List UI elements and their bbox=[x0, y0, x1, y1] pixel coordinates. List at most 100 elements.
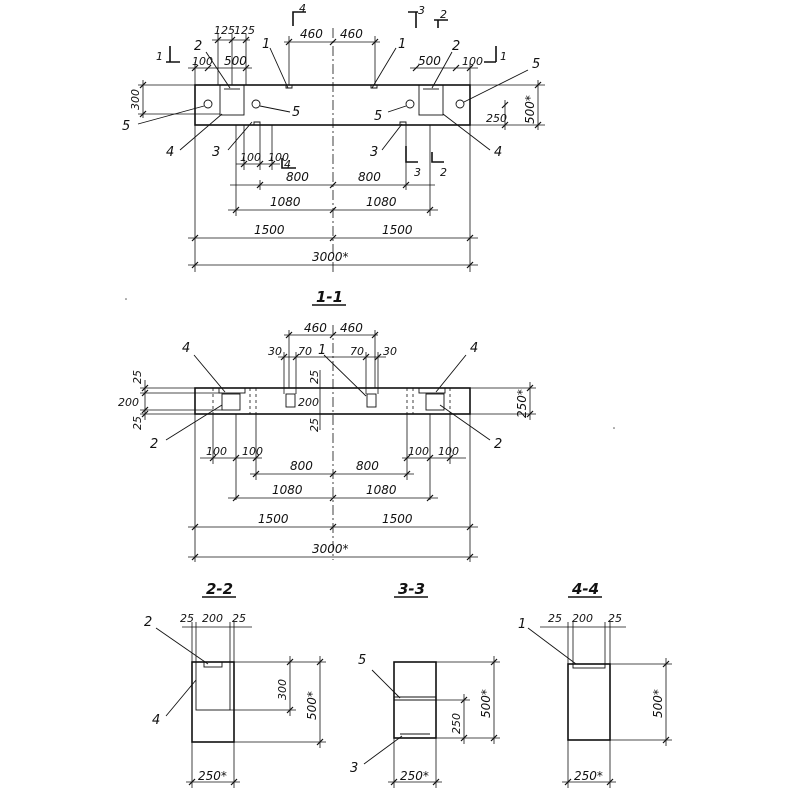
plan-cut-4-bottom bbox=[281, 158, 296, 169]
plan-hole-1 bbox=[203, 99, 213, 109]
section-3-3: 3-3 250 500* 250* 5 3 bbox=[350, 580, 500, 788]
plan-dim-1500-right: 1500 bbox=[382, 223, 413, 237]
section-2-2: 2-2 25 200 25 300 500* 250* 2 4 bbox=[144, 580, 326, 788]
plan-dim-100b: 100 bbox=[268, 151, 289, 164]
elevation-hole-left bbox=[285, 393, 296, 408]
plan-loop-2 bbox=[370, 85, 378, 89]
s22-dim-250-star: 250* bbox=[198, 769, 227, 783]
plan-mark-1-right: 1 bbox=[398, 37, 406, 52]
s33-mark-3: 3 bbox=[350, 761, 358, 776]
plan-dim-100-right: 100 bbox=[462, 55, 483, 68]
plan-hole-4 bbox=[455, 99, 465, 109]
elevation-hole-right bbox=[366, 393, 377, 408]
plan-dim-460-left: 460 bbox=[300, 27, 323, 41]
s11-dim-30-left: 30 bbox=[268, 345, 282, 358]
plan-cut-2-bottom bbox=[431, 152, 444, 163]
s11-dim-100d: 100 bbox=[438, 445, 459, 458]
plan-cut-1-left bbox=[166, 46, 180, 63]
s11-dim-200: 200 bbox=[118, 396, 139, 409]
plan-cut-3-bottom bbox=[405, 146, 418, 163]
section-4-4: 4-4 25 200 25 500* 250* 1 bbox=[518, 580, 672, 788]
plan-dim-460-right: 460 bbox=[340, 27, 363, 41]
plan-dim-1080-left: 1080 bbox=[270, 195, 301, 209]
s11-dim-100a: 100 bbox=[206, 445, 227, 458]
plan-mark-5-far-right: 5 bbox=[532, 57, 540, 72]
plan-recess-right bbox=[418, 84, 444, 116]
s22-dim-25-left: 25 bbox=[180, 612, 194, 625]
plan-dim-500-star: 500* bbox=[523, 95, 537, 124]
s11-dim-30-right: 30 bbox=[383, 345, 397, 358]
s22-mark-2: 2 bbox=[144, 615, 152, 630]
plan-dim-800-left: 800 bbox=[286, 170, 309, 184]
s11-dim-25-inner-top: 25 bbox=[308, 370, 321, 384]
s11-mark-4-left: 4 bbox=[182, 341, 190, 356]
s11-dim-100c: 100 bbox=[408, 445, 429, 458]
plan-loop-4 bbox=[399, 121, 407, 125]
s11-mark-2-left: 2 bbox=[150, 437, 158, 452]
s11-dim-25-top: 25 bbox=[131, 370, 144, 384]
plan-cut-2-bottom-label: 2 bbox=[440, 166, 447, 179]
plan-view: 125 125 460 460 100 500 500 100 300 bbox=[122, 2, 545, 272]
plan-cut-3-top-label: 3 bbox=[418, 4, 425, 17]
plan-mark-3-left: 3 bbox=[212, 145, 220, 160]
plan-cut-1-right bbox=[484, 46, 497, 63]
plan-dim-1500-left: 1500 bbox=[254, 223, 285, 237]
plan-dim-500-left: 500 bbox=[224, 54, 247, 68]
plan-loop-3 bbox=[253, 121, 261, 125]
s11-dim-200-inner: 200 bbox=[298, 396, 319, 409]
plan-dim-250: 250 bbox=[486, 112, 507, 125]
plan-mark-5-inner-left: 5 bbox=[292, 105, 300, 120]
plan-cut-4-bottom-label: 4 bbox=[284, 158, 291, 171]
plan-dim-125a: 125 bbox=[214, 24, 235, 37]
s33-mark-5: 5 bbox=[358, 653, 366, 668]
beam-plan-outline bbox=[194, 84, 471, 126]
s44-dim-25-right: 25 bbox=[608, 612, 622, 625]
s44-dim-25-left: 25 bbox=[548, 612, 562, 625]
plan-recess-left bbox=[219, 84, 245, 116]
plan-mark-4-right: 4 bbox=[494, 145, 502, 160]
s11-mark-2-right: 2 bbox=[494, 437, 502, 452]
beam-elevation-outline bbox=[194, 387, 471, 415]
s22-dim-500-star: 500* bbox=[305, 691, 319, 720]
s11-dim-25-inner-bottom: 25 bbox=[308, 418, 321, 432]
s11-dim-250-star: 250* bbox=[515, 389, 529, 418]
plan-dim-300: 300 bbox=[129, 89, 142, 110]
plan-cut-3-bottom-label: 3 bbox=[414, 166, 421, 179]
s44-dim-250-star: 250* bbox=[574, 769, 603, 783]
s33-dim-250-star: 250* bbox=[400, 769, 429, 783]
plan-mark-3-right: 3 bbox=[370, 145, 378, 160]
plan-loop-1 bbox=[285, 85, 293, 89]
s11-dim-460-right: 460 bbox=[340, 321, 363, 335]
plan-cut-4-top bbox=[292, 11, 306, 26]
plan-cut-1-left-label: 1 bbox=[156, 50, 163, 63]
s22-dim-25-right: 25 bbox=[232, 612, 246, 625]
plan-dim-125b: 125 bbox=[234, 24, 255, 37]
plan-cut-2-top-label: 2 bbox=[440, 8, 447, 21]
s44-dim-500-star: 500* bbox=[651, 689, 665, 718]
plan-dim-1080-right: 1080 bbox=[366, 195, 397, 209]
plan-cut-2-top bbox=[434, 19, 448, 28]
plan-cut-1-right-label: 1 bbox=[500, 50, 507, 63]
s11-mark-1: 1 bbox=[318, 343, 326, 358]
s11-dim-100b: 100 bbox=[242, 445, 263, 458]
plan-dim-100-left: 100 bbox=[192, 55, 213, 68]
section-1-1-title: 1-1 bbox=[316, 288, 343, 306]
section-2-2-title: 2-2 bbox=[206, 580, 233, 598]
s11-mark-4-right: 4 bbox=[470, 341, 478, 356]
s44-dim-200: 200 bbox=[572, 612, 593, 625]
s11-dim-800-left: 800 bbox=[290, 459, 313, 473]
plan-mark-2-right: 2 bbox=[452, 39, 460, 54]
s11-dim-1080-right: 1080 bbox=[366, 483, 397, 497]
s11-dim-1500-right: 1500 bbox=[382, 512, 413, 526]
s11-dim-1500-left: 1500 bbox=[258, 512, 289, 526]
section-1-1: 1-1 460 460 30 70 70 30 bbox=[118, 288, 536, 562]
plan-mark-2-left: 2 bbox=[194, 39, 202, 54]
s11-dim-70-right: 70 bbox=[350, 345, 364, 358]
plan-mark-5-far-left: 5 bbox=[122, 119, 130, 134]
s11-dim-460-left: 460 bbox=[304, 321, 327, 335]
plan-dim-500-right: 500 bbox=[418, 54, 441, 68]
plan-mark-5-inner-right: 5 bbox=[374, 109, 382, 124]
plan-cut-3-top bbox=[408, 11, 418, 28]
s33-dim-500-star: 500* bbox=[479, 689, 493, 718]
